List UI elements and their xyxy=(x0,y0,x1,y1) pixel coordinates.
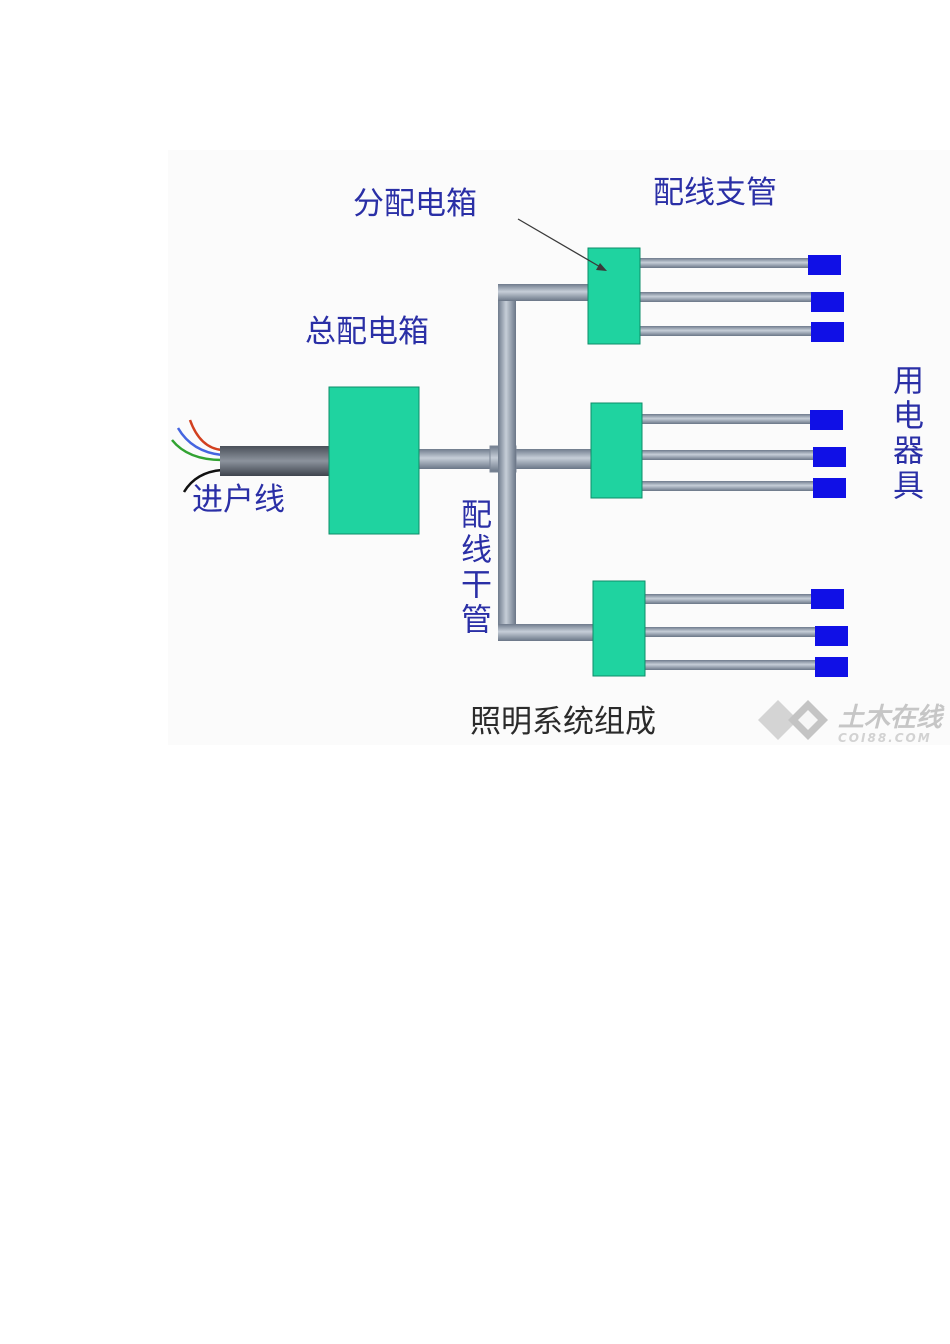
sub-distribution-box-upper xyxy=(587,247,641,345)
appliance-4 xyxy=(810,410,843,430)
appliance-2 xyxy=(811,292,844,312)
trunk-pipe-bottom-elbow xyxy=(498,624,596,641)
service-wires xyxy=(171,419,223,493)
diagram-caption: 照明系统组成 xyxy=(470,704,656,740)
watermark-subtext: COI88.COM xyxy=(838,731,932,745)
appliance-1 xyxy=(808,255,841,275)
main-distribution-box xyxy=(328,386,420,535)
sub-box-pointer-arrow xyxy=(517,218,607,271)
service-cable xyxy=(220,446,332,476)
watermark-text: 土木在线 xyxy=(838,703,945,733)
branch-pipes-lower xyxy=(644,594,819,670)
trunk-pipe-top-elbow xyxy=(498,284,590,301)
trunk-pipe-label: 配线干管 xyxy=(455,498,491,638)
trunk-pipe-vertical xyxy=(498,288,516,638)
sub-distribution-box-lower xyxy=(592,580,646,677)
appliance-8 xyxy=(815,626,848,646)
appliances xyxy=(808,255,848,677)
service-line-label: 进户线 xyxy=(192,482,285,518)
branch-pipes-upper xyxy=(639,258,814,336)
appliances-label: 用电器具 xyxy=(887,364,924,504)
sub-box-label: 分配电箱 xyxy=(353,186,477,222)
appliance-7 xyxy=(811,589,844,609)
appliance-9 xyxy=(815,657,848,677)
watermark-logo: 土木在线 COI88.COM xyxy=(758,700,945,745)
appliance-5 xyxy=(813,447,846,467)
appliance-6 xyxy=(813,478,846,498)
branch-pipe-label: 配线支管 xyxy=(653,175,777,211)
sub-distribution-box-middle xyxy=(590,402,643,499)
main-box-label: 总配电箱 xyxy=(305,314,429,350)
branch-pipes-middle xyxy=(641,414,816,491)
appliance-3 xyxy=(811,322,844,342)
